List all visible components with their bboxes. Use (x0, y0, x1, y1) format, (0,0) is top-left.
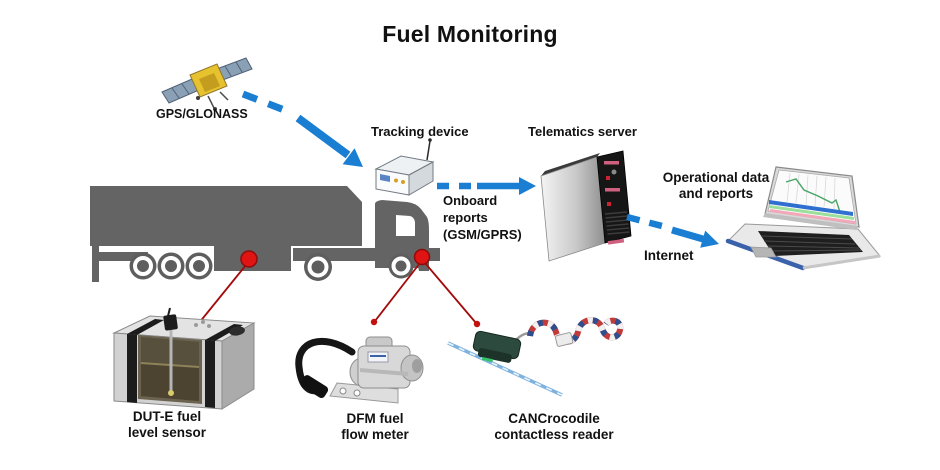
satellite-signal-arrow (241, 90, 363, 167)
satellite-label: GPS/GLONASS (156, 107, 248, 121)
tracking-device-icon (374, 138, 435, 196)
telematics-server-label: Telematics server (528, 124, 637, 139)
internet-arrow (626, 213, 719, 248)
fuel-level-sensor-line2: level sensor (127, 425, 207, 440)
truck-wheels (129, 252, 414, 281)
contactless-reader-label: CANCrocodile contactless reader (464, 411, 644, 443)
onboard-reports-line2: reports (443, 210, 488, 225)
fuel-tank-icon (112, 307, 256, 410)
operational-data-line1: Operational data (662, 170, 770, 185)
contactless-reader-line1: CANCrocodile (508, 411, 600, 426)
fuel-level-sensor-label: DUT-E fuel level sensor (92, 409, 242, 441)
fuel-level-sensor-line1: DUT-E fuel (132, 409, 202, 424)
gsm-arrow (437, 177, 536, 195)
server-icon (540, 150, 632, 262)
tracking-device-label: Tracking device (371, 124, 469, 139)
fuel-flow-meter-line1: DFM fuel (346, 411, 404, 426)
onboard-reports-line1: Onboard (443, 193, 498, 208)
operational-data-line2: and reports (678, 186, 754, 201)
onboard-reports-label: Onboard reports (GSM/GPRS) (443, 192, 522, 243)
satellite-icon (161, 57, 253, 111)
onboard-reports-line3: (GSM/GPRS) (443, 227, 522, 242)
engine-sensor-marker (413, 248, 431, 266)
fuel-sensor-marker (240, 250, 258, 268)
fuel-flow-meter-line2: flow meter (341, 427, 409, 442)
internet-label: Internet (644, 248, 694, 263)
fuel-flow-meter-label: DFM fuel flow meter (300, 411, 450, 443)
contactless-reader-line2: contactless reader (494, 427, 614, 442)
laptop-icon (725, 166, 881, 271)
page-title: Fuel Monitoring (382, 21, 558, 47)
crocodile-reader-icon (447, 317, 624, 397)
truck-graphic (90, 186, 440, 282)
flow-meter-icon (295, 336, 424, 404)
operational-data-label: Operational data and reports (639, 170, 793, 202)
sensor-connection-lines (195, 248, 481, 328)
